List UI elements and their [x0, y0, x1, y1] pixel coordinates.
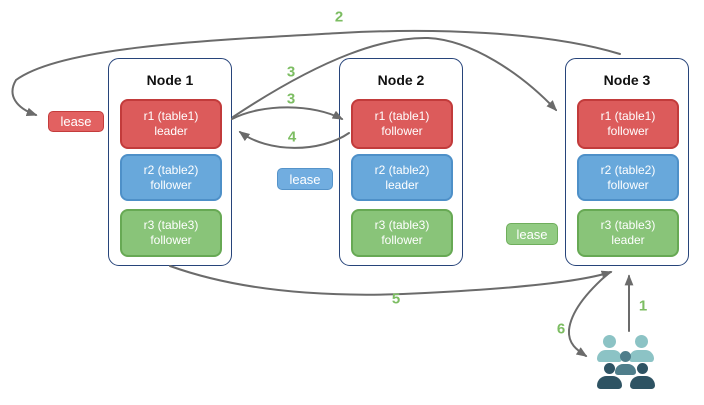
replica-role: follower	[150, 233, 192, 247]
users-group-icon	[596, 334, 658, 392]
node2-replica-r1: r1 (table1) follower	[351, 99, 453, 149]
arrow-step-5-node1-to-node3	[169, 265, 613, 296]
step-label-2: 2	[334, 8, 344, 26]
node3-replica-r1: r1 (table1) follower	[577, 99, 679, 149]
node1-replica-r3: r3 (table3) follower	[120, 209, 222, 257]
replica-role: follower	[381, 233, 423, 247]
replica-name: r1 (table1)	[374, 109, 430, 123]
node-3-title: Node 3	[603, 72, 651, 88]
node1-replica-r1: r1 (table1) leader	[120, 99, 222, 149]
step-label-1: 1	[638, 297, 648, 315]
step-label-4: 4	[287, 128, 297, 146]
step-label-3-mid: 3	[286, 90, 296, 108]
replica-name: r3 (table3)	[374, 218, 430, 232]
node1-replica-r2: r2 (table2) follower	[120, 154, 222, 201]
step-label-6: 6	[556, 320, 566, 338]
replica-role: follower	[607, 124, 649, 138]
node3-replica-r3: r3 (table3) leader	[577, 209, 679, 257]
replica-name: r3 (table3)	[600, 218, 656, 232]
replica-name: r2 (table2)	[600, 162, 656, 177]
replica-name: r1 (table1)	[600, 109, 656, 123]
lease-badge-r1: lease	[48, 111, 104, 132]
step-label-5: 5	[391, 290, 401, 308]
replica-name: r2 (table2)	[143, 162, 199, 177]
arrow-step-2-node3-to-lease1	[11, 29, 621, 117]
node-1-box: Node 1 r1 (table1) leader r2 (table2) fo…	[108, 58, 232, 266]
replica-role: follower	[607, 177, 649, 192]
node2-replica-r3: r3 (table3) follower	[351, 209, 453, 257]
replica-role: follower	[381, 124, 423, 138]
replica-name: r2 (table2)	[374, 162, 430, 177]
step-label-3-top: 3	[286, 63, 296, 81]
node-2-title: Node 2	[377, 72, 425, 88]
node3-replica-r2: r2 (table2) follower	[577, 154, 679, 201]
lease-badge-r2: lease	[277, 168, 333, 190]
node-2-box: Node 2 r1 (table1) follower r2 (table2) …	[339, 58, 463, 266]
node-3-box: Node 3 r1 (table1) follower r2 (table2) …	[565, 58, 689, 266]
replica-role: follower	[150, 177, 192, 192]
replica-role: leader	[611, 233, 645, 247]
node2-replica-r2: r2 (table2) leader	[351, 154, 453, 201]
arrow-step-3-node1-to-node2	[231, 106, 344, 120]
replica-name: r3 (table3)	[143, 218, 199, 232]
replica-name: r1 (table1)	[143, 109, 199, 123]
replica-role: leader	[154, 124, 188, 138]
lease-badge-r3: lease	[506, 223, 558, 245]
node-1-title: Node 1	[146, 72, 194, 88]
replica-role: leader	[385, 177, 419, 192]
